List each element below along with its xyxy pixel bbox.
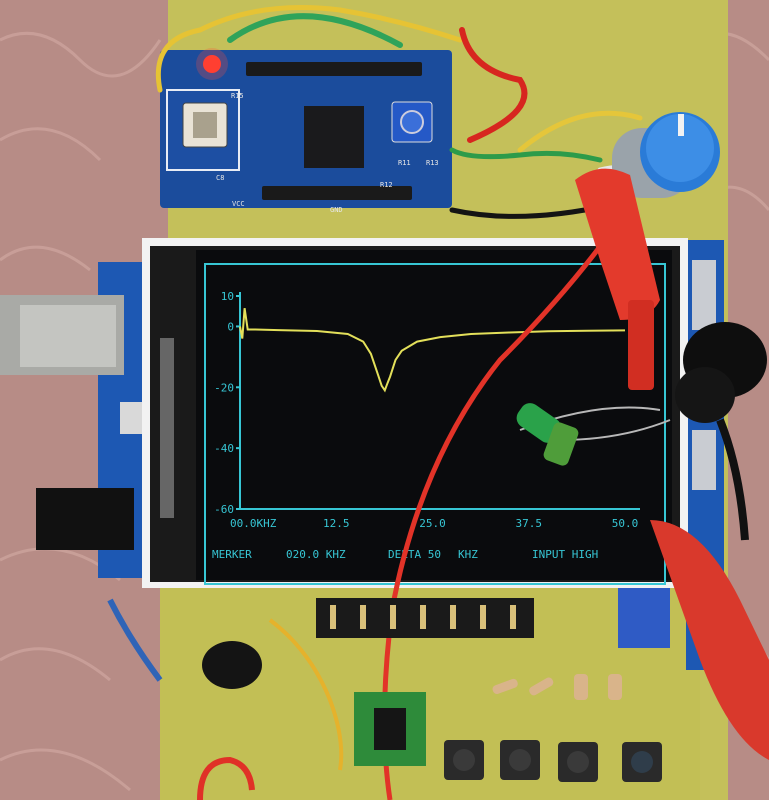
- lcd-screen: [196, 250, 672, 580]
- spectrum-chart: 10 0 -20 -40 -60 00.0KHZ 12.5 25.0 37.5 50.0: [204, 263, 666, 585]
- rotary-knob: [612, 112, 720, 198]
- input-label: INPUT HIGH: [532, 548, 598, 561]
- inductor-black: [202, 641, 262, 689]
- silk-c8: C8: [216, 174, 224, 182]
- x-tick-label: 37.5: [516, 517, 543, 530]
- push-buttons: [444, 740, 662, 782]
- resistors: [492, 674, 622, 700]
- silk-r11: R11: [398, 159, 411, 167]
- reset-button: [120, 402, 142, 434]
- silk-r15: R15: [231, 92, 244, 100]
- marker-label: MERKER: [212, 548, 252, 561]
- y-tick-label: -20: [214, 381, 234, 394]
- silk-r12: R12: [380, 181, 393, 189]
- x-tick-label: 50.0: [612, 517, 639, 530]
- y-tick-label: -60: [214, 503, 234, 516]
- silk-r13: R13: [426, 159, 439, 167]
- y-tick-label: 10: [221, 290, 234, 303]
- blue-capacitor: [618, 588, 670, 648]
- black-probe: [675, 322, 767, 541]
- chart-frame: [204, 263, 666, 585]
- response-trace: [239, 308, 626, 393]
- power-led: [203, 55, 221, 73]
- dds-chip: [304, 106, 364, 168]
- x-tick-label: 12.5: [323, 517, 350, 530]
- dds-module: R15 R13 R12 R11 GND VCC C8: [160, 48, 452, 214]
- x-tick-label: 25.0: [419, 517, 446, 530]
- lower-board: [107, 588, 670, 800]
- y-tick-label: 0: [227, 320, 234, 333]
- components-under-test: [516, 403, 671, 466]
- delta-unit: KHZ: [458, 548, 478, 561]
- silk-gnd: GND: [330, 206, 343, 214]
- dc-jack: [36, 488, 134, 550]
- marker-value: 020.0 KHZ: [286, 548, 346, 561]
- delta-label: DELTA 50: [388, 548, 441, 561]
- y-tick-label: -40: [214, 442, 234, 455]
- x-tick-label: 00.0KHZ: [230, 517, 277, 530]
- silk-vcc: VCC: [232, 200, 245, 208]
